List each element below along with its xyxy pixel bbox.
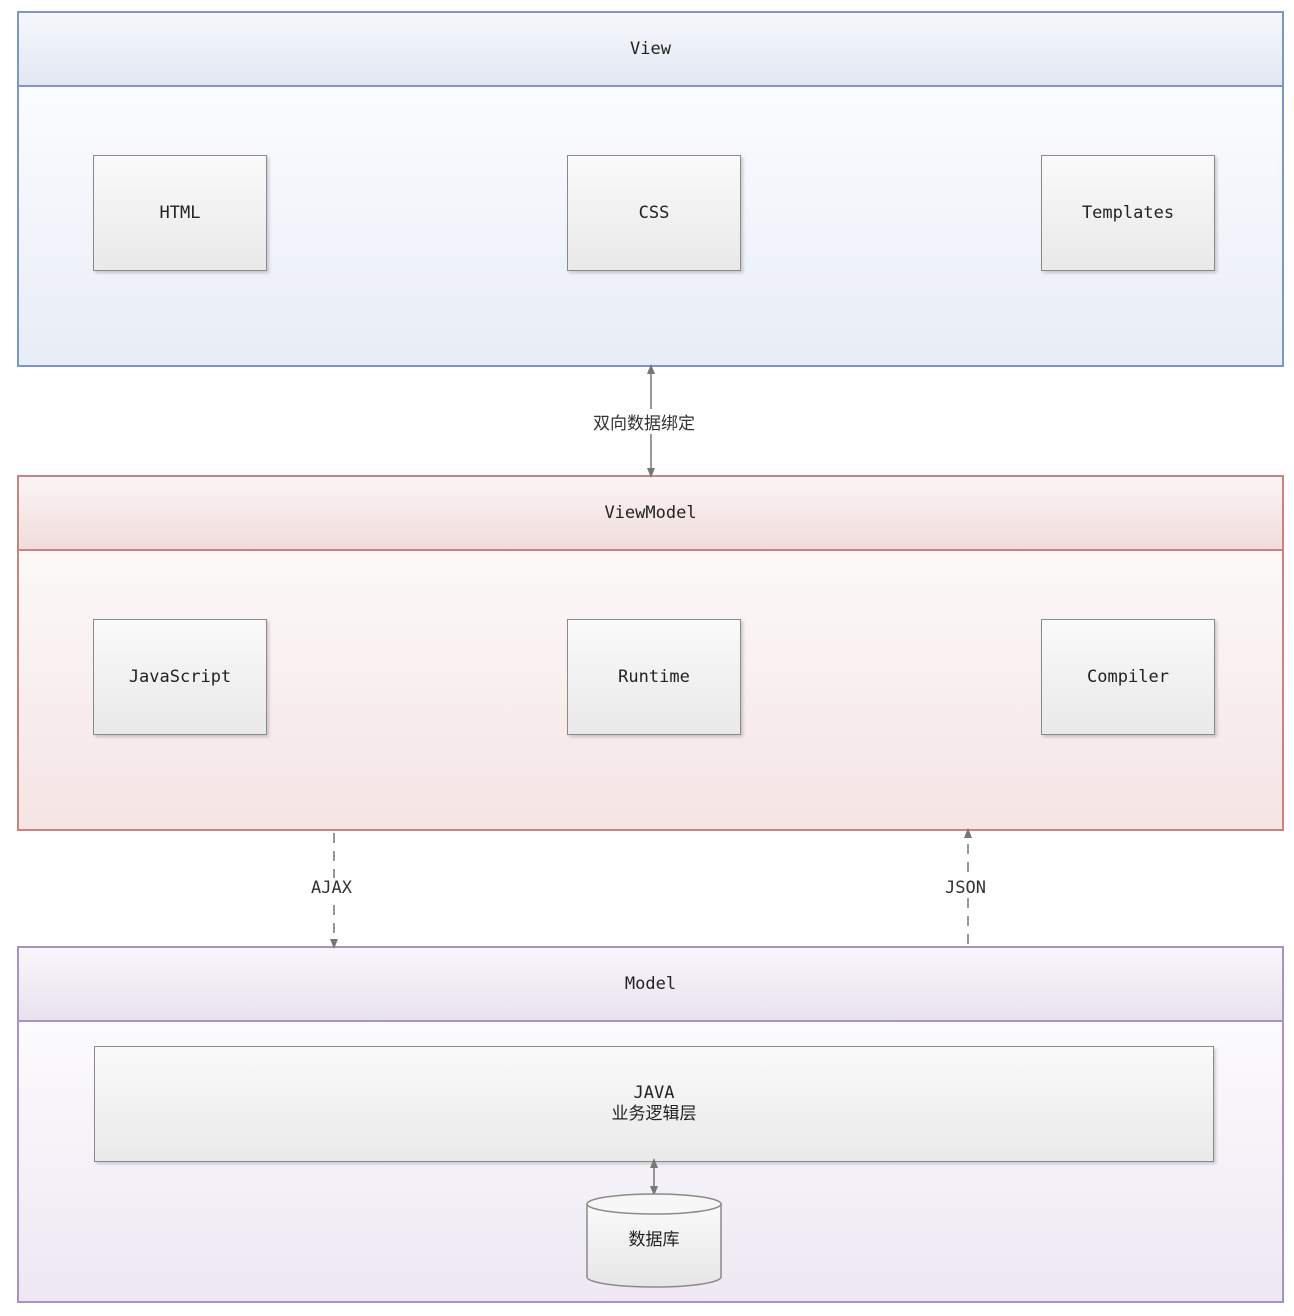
templates-box: Templates <box>1041 155 1215 271</box>
model-layer-title: Model <box>19 948 1282 1022</box>
viewmodel-layer-title: ViewModel <box>19 477 1282 551</box>
model-layer-body: JAVA 业务逻辑层 <box>19 1022 1282 1301</box>
viewmodel-layer: ViewModel JavaScript Runtime Compiler <box>17 475 1284 831</box>
business-logic-line2: 业务逻辑层 <box>611 1104 697 1124</box>
html-box: HTML <box>93 155 267 271</box>
json-label: JSON <box>943 878 988 898</box>
binding-label: 双向数据绑定 <box>591 409 697 434</box>
business-logic-line1: JAVA <box>633 1083 675 1103</box>
viewmodel-layer-body: JavaScript Runtime Compiler <box>19 551 1282 829</box>
runtime-box: Runtime <box>567 619 741 735</box>
model-layer: Model JAVA 业务逻辑层 <box>17 946 1284 1303</box>
compiler-box: Compiler <box>1041 619 1215 735</box>
business-logic-box: JAVA 业务逻辑层 <box>94 1046 1214 1162</box>
view-layer: View HTML CSS Templates <box>17 11 1284 367</box>
view-layer-title: View <box>19 13 1282 87</box>
javascript-box: JavaScript <box>93 619 267 735</box>
database-label: 数据库 <box>628 1230 680 1250</box>
css-box: CSS <box>567 155 741 271</box>
view-layer-body: HTML CSS Templates <box>19 87 1282 365</box>
ajax-label: AJAX <box>309 878 354 898</box>
